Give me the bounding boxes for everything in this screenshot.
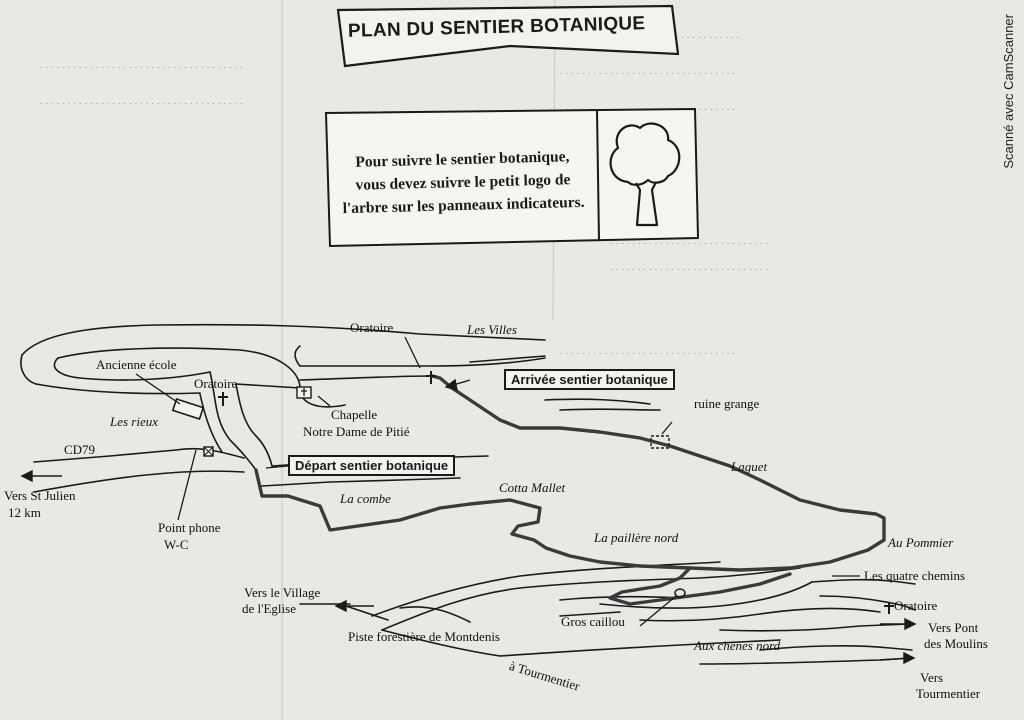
cross-icon [218,392,228,406]
label-au-pommier: Au Pommier [888,535,954,550]
label-la-paillere-nord: La paillère nord [594,530,679,545]
direction-arrow-icon [880,617,917,631]
label-oratoire: Oratoire [194,376,238,391]
bleed-through-text: . . . . . . . . . . . . . . . . . . . . … [40,60,243,71]
direction-arrow-icon [444,378,471,391]
trail-path [254,374,886,606]
bleed-through-text: . . . . . . . . . . . . . . . . . . . . … [560,102,736,113]
school-building [171,397,205,421]
direction-arrow-icon [879,651,916,665]
label-cotta-mallet: Cotta Mallet [499,480,566,495]
label-chapelle: Chapelle [331,407,378,422]
roads [20,323,916,665]
boulder-icon [674,588,686,598]
cross-icon [884,602,894,614]
label-les-villes: Les Villes [467,322,517,337]
label-wc: W-C [164,537,189,552]
label-tourmentier: Tourmentier [916,686,981,701]
label-oratoire: Oratoire [350,320,394,335]
label-distance: 12 km [8,505,41,520]
bleed-through-text: . . . . . . . . . . . . . . . . . . . . … [560,66,736,77]
label-des-moulins: des Moulins [924,636,988,651]
label-vers-pont: Vers Pont [928,620,979,635]
label-de-l-eglise: de l'Eglise [242,601,296,616]
bleed-through-text: . . . . . . . . . . . . . . . . . . . . … [40,96,243,107]
label-point-phone: Point phone [158,520,221,535]
label-depart-sentier: Départ sentier botanique [288,455,456,476]
label-vers-st-julien: Vers St Julien [4,488,76,503]
label-notre-dame: Notre Dame de Pitié [303,424,410,439]
bleed-through-text: . . . . . . . . . . . . . . . . . . . . … [610,262,769,273]
cross-icon [426,371,436,384]
label-les-quatre-chemins: Les quatre chemins [864,568,966,583]
chapel-icon [296,386,312,399]
instruction-text: Pour suivre le sentier botanique, vous d… [333,145,593,221]
title-banner [336,4,680,68]
label-laguet: Laguet [731,459,768,474]
label-oratoire: Oratoire [894,598,938,613]
bleed-through-text: . . . . . . . . . . . . . . . . . . . . … [560,346,736,357]
label-vers-le-village: Vers le Village [244,585,321,600]
label-arrivee-sentier: Arrivée sentier botanique [504,369,675,390]
phone-booth-icon [203,446,214,457]
scanner-watermark: Scanné avec CamScanner [1001,14,1016,169]
label-piste-forestiere: Piste forestière de Montdenis [348,629,500,644]
label-aux-chenes-nord: Aux chênes nord [694,638,781,653]
label-cd79: CD79 [64,442,96,457]
direction-arrow-icon [334,599,374,613]
leader-lines [135,336,860,627]
direction-arrow-icon [20,469,62,483]
tree-logo-icon [609,122,681,227]
label-vers: Vers [920,670,944,685]
label-la-combe: La combe [340,491,391,506]
instruction-box [324,107,700,248]
label-ancienne-ecole: Ancienne école [96,357,177,372]
label-gros-caillou: Gros caillou [561,614,625,629]
label-les-rieux: Les rieux [110,414,159,429]
label-ruine-grange: ruine grange [694,396,760,411]
bleed-through-text: . . . . . . . . . . . . . . . . . . . . … [610,236,769,247]
